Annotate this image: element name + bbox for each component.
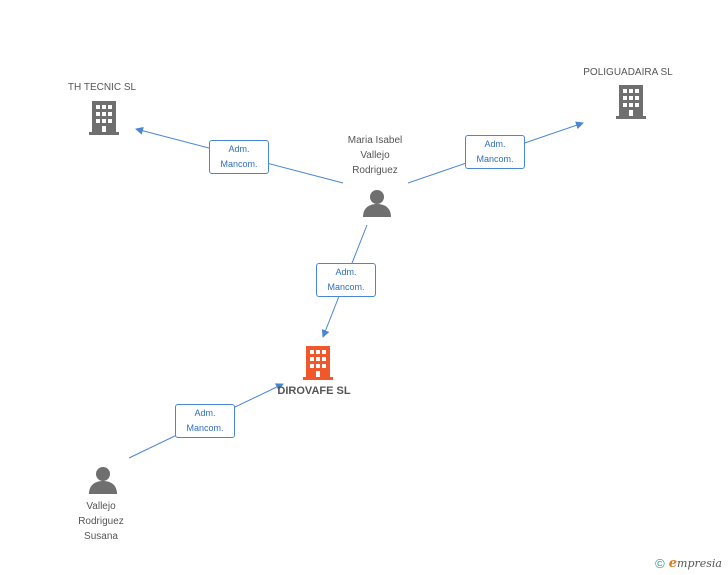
vallejo-label-line-1: Vallejo xyxy=(86,501,116,512)
brand-logo: empresia xyxy=(668,556,722,571)
vallejo-label-line-2: Rodriguez xyxy=(78,516,124,527)
edge-label-maria-poli[interactable]: Adm. Mancom. xyxy=(465,135,525,169)
maria-label-line-2: Vallejo xyxy=(360,150,390,161)
maria-label-line-3: Rodriguez xyxy=(352,165,398,176)
maria-isabel-label[interactable]: Maria Isabel Vallejo Rodriguez xyxy=(325,133,425,178)
maria-label-line-1: Maria Isabel xyxy=(347,135,403,146)
edge-label-line-2: Mancom. xyxy=(327,282,365,292)
edge-label-line-2: Mancom. xyxy=(476,154,514,164)
building-icon-focus[interactable] xyxy=(303,346,333,380)
vallejo-label-line-3: Susana xyxy=(84,531,118,542)
person-icon[interactable] xyxy=(88,466,118,494)
dirovafe-label[interactable]: DIROVAFE SL xyxy=(277,385,351,397)
edge-label-line-2: Mancom. xyxy=(220,159,258,169)
building-icon[interactable] xyxy=(616,85,646,119)
empresia-watermark: © empresia xyxy=(655,556,722,571)
edge-label-line-1: Adm. xyxy=(484,139,506,149)
edge-label-maria-diro[interactable]: Adm. Mancom. xyxy=(316,263,376,297)
edge-label-line-1: Adm. xyxy=(194,408,216,418)
copyright-icon: © xyxy=(655,556,665,571)
th-tecnic-label[interactable]: TH TECNIC SL xyxy=(67,82,137,93)
person-icon[interactable] xyxy=(362,189,392,217)
building-icon[interactable] xyxy=(89,101,119,135)
poliguadaira-label[interactable]: POLIGUADAIRA SL xyxy=(583,67,673,78)
vallejo-susana-label[interactable]: Vallejo Rodriguez Susana xyxy=(51,499,151,544)
edge-label-maria-th[interactable]: Adm. Mancom. xyxy=(209,140,269,174)
edge-label-vallejo-diro[interactable]: Adm. Mancom. xyxy=(175,404,235,438)
edge-label-line-1: Adm. xyxy=(228,144,250,154)
edge-label-line-1: Adm. xyxy=(335,267,357,277)
edge-label-line-2: Mancom. xyxy=(186,423,224,433)
